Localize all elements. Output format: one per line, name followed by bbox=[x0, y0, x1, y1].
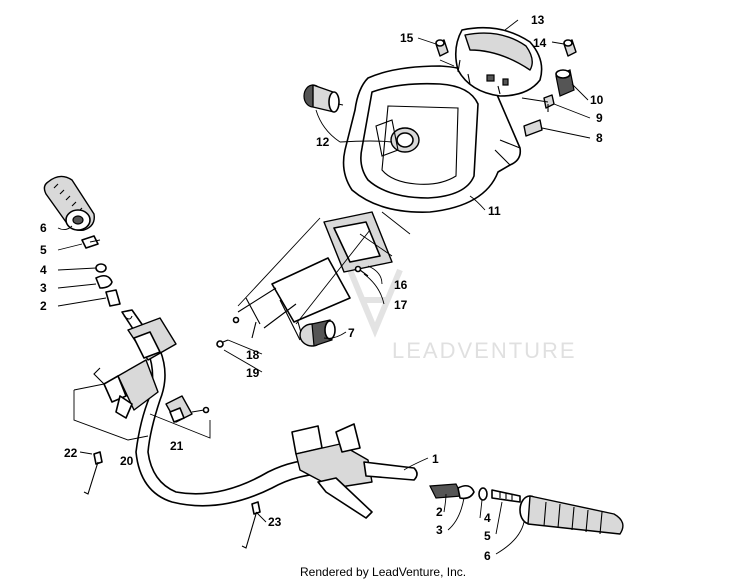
indicator-lamp[interactable] bbox=[303, 84, 344, 113]
callout-2-left: 2 bbox=[40, 299, 47, 313]
watermark-text: LEADVENTURE bbox=[392, 338, 577, 363]
callout-16: 16 bbox=[394, 278, 408, 292]
callout-17: 17 bbox=[394, 298, 408, 312]
callout-5-right: 5 bbox=[484, 529, 491, 543]
end-weight-3-right[interactable] bbox=[457, 484, 475, 500]
watermark: LEADVENTURE bbox=[347, 268, 577, 363]
callout-18: 18 bbox=[246, 348, 260, 362]
callout-10: 10 bbox=[590, 93, 604, 107]
callout-12: 12 bbox=[316, 135, 330, 149]
bolt-5-right[interactable] bbox=[491, 489, 521, 503]
callout-13: 13 bbox=[531, 13, 545, 27]
callout-7: 7 bbox=[348, 326, 355, 340]
instrument-pod[interactable] bbox=[342, 65, 522, 213]
callout-4-left: 4 bbox=[40, 263, 47, 277]
bolt-5-left[interactable] bbox=[81, 235, 101, 249]
cable-end-22[interactable] bbox=[83, 451, 103, 495]
throttle-tube-1[interactable] bbox=[363, 461, 418, 481]
ignition-switch-7[interactable] bbox=[299, 319, 336, 347]
screw-17[interactable] bbox=[354, 265, 369, 277]
callout-14: 14 bbox=[533, 36, 547, 50]
socket-10[interactable] bbox=[555, 69, 575, 97]
callout-5-left: 5 bbox=[40, 243, 47, 257]
speedometer-13[interactable] bbox=[454, 26, 543, 97]
callout-20: 20 bbox=[120, 454, 134, 468]
end-weight-3-left[interactable] bbox=[95, 274, 113, 289]
brake-lever[interactable] bbox=[317, 477, 373, 519]
callout-21: 21 bbox=[170, 439, 184, 453]
callout-3-left: 3 bbox=[40, 281, 47, 295]
watermark-logo-icon bbox=[347, 268, 403, 338]
callout-6-right: 6 bbox=[484, 549, 491, 563]
callout-3-right: 3 bbox=[436, 523, 443, 537]
callout-6-left: 6 bbox=[40, 221, 47, 235]
callout-19: 19 bbox=[246, 366, 260, 380]
callout-1: 1 bbox=[432, 452, 439, 466]
washer-4-right[interactable] bbox=[478, 487, 488, 501]
cable-end-23[interactable] bbox=[241, 501, 261, 549]
rivet-19[interactable] bbox=[216, 316, 240, 348]
gauge-12[interactable] bbox=[375, 119, 420, 157]
bulb-14[interactable] bbox=[563, 39, 577, 57]
callout-8: 8 bbox=[596, 131, 603, 145]
render-credit: Rendered by LeadVenture, Inc. bbox=[300, 565, 466, 579]
bulb-15[interactable] bbox=[435, 39, 449, 57]
clamp-21[interactable] bbox=[165, 395, 210, 423]
left-switch-housing[interactable] bbox=[127, 317, 177, 361]
callout-15: 15 bbox=[400, 31, 414, 45]
callout-22: 22 bbox=[64, 446, 78, 460]
bulb-9[interactable] bbox=[543, 94, 555, 112]
reference-lines bbox=[73, 59, 549, 441]
washer-4-left[interactable] bbox=[95, 263, 107, 273]
mount-bracket-18[interactable] bbox=[237, 257, 351, 341]
insert-2-left[interactable] bbox=[105, 289, 121, 307]
grip-6-right[interactable] bbox=[519, 495, 624, 535]
right-brake-housing[interactable] bbox=[291, 423, 373, 489]
callout-11: 11 bbox=[488, 204, 501, 218]
leader-lines bbox=[57, 19, 591, 555]
callout-2-right: 2 bbox=[436, 505, 443, 519]
callouts: 13 14 15 10 9 8 12 11 6 5 4 3 2 16 17 7 … bbox=[40, 13, 604, 563]
clip-8[interactable] bbox=[523, 119, 543, 137]
callout-9: 9 bbox=[596, 111, 603, 125]
throttle-control[interactable] bbox=[93, 359, 159, 419]
grip-6-left[interactable] bbox=[43, 175, 95, 232]
gasket-16[interactable] bbox=[323, 211, 393, 273]
callout-4-right: 4 bbox=[484, 511, 491, 525]
callout-23: 23 bbox=[268, 515, 282, 529]
